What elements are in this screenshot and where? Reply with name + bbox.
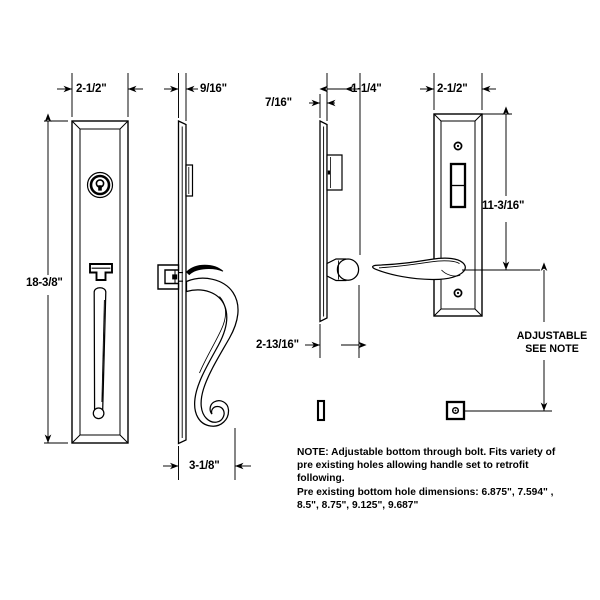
view-exterior-plate-front: [71, 120, 129, 444]
note-line-1: NOTE: Adjustable bottom through bolt. Fi…: [297, 447, 556, 458]
exterior-plate-bevel: [79, 128, 121, 436]
adjustable-callout-line-2: SEE NOTE: [525, 342, 579, 355]
dim-label-interior-plate-thickness: 7/16": [265, 97, 292, 109]
dim-lever-center-from-top: [462, 106, 540, 271]
note-block: NOTE: Adjustable bottom through bolt. Fi…: [297, 446, 577, 512]
through-bolt-detail: [316, 399, 326, 422]
dim-interior-plate-thickness: [309, 94, 336, 121]
note-line-3: following.: [297, 473, 345, 485]
key-cylinder-side-boss: [185, 164, 194, 197]
dim-handle-projection: [163, 428, 251, 480]
dimension-lines: [44, 73, 552, 480]
grip-handle-side-profile: [185, 277, 239, 427]
view-exterior-plate-side: [157, 119, 239, 445]
dim-lever-projection-top: [319, 73, 361, 255]
top-bolt-hole-icon: [453, 141, 463, 151]
thumb-latch-side-mechanism: [157, 264, 183, 290]
dim-lever-projection: [305, 285, 367, 358]
note-line-2: pre existing holes allowing handle set t…: [297, 460, 529, 472]
note-line-5: 8.5", 8.75", 9.125", 9.687": [297, 499, 419, 511]
dim-label-exterior-plate-height: 18-3/8": [26, 277, 63, 289]
dim-exterior-plate-height: [44, 113, 68, 444]
dim-label-lever-projection-top: 1-1/4": [351, 83, 382, 95]
lever-handle-front: [372, 257, 466, 281]
thumb-piece-arc: [185, 264, 224, 276]
dim-adjustable-bolt: [464, 262, 552, 412]
dim-label-exterior-plate-width: 2-1/2": [76, 83, 107, 95]
view-interior-plate-front: [372, 113, 483, 317]
adjustable-callout-line-1: ADJUSTABLE: [516, 330, 588, 342]
dim-label-handle-projection: 3-1/8": [189, 460, 220, 472]
dim-exterior-plate-width: [57, 73, 143, 117]
thumb-latch-icon: [89, 263, 113, 281]
dim-label-lever-center-from-top: 11-3/16": [482, 200, 525, 212]
dim-label-exterior-plate-thickness: 9/16": [200, 83, 227, 95]
thumbturn-slot-icon: [449, 162, 467, 209]
dim-exterior-plate-thickness: [164, 73, 198, 121]
dim-label-interior-plate-width: 2-1/2": [437, 83, 468, 95]
grip-handle-front: [92, 287, 107, 420]
bottom-bolt-hole-icon: [453, 288, 463, 298]
key-cylinder-icon: [86, 171, 114, 199]
thumbturn-side-boss: [326, 154, 343, 191]
dim-label-lever-projection: 2-13/16": [256, 339, 299, 351]
detail-parts: [316, 399, 466, 422]
interior-plate-bevel: [440, 120, 476, 310]
dim-interior-plate-width: [420, 73, 496, 110]
note-line-4: Pre existing bottom hole dimensions: 6.8…: [297, 486, 554, 498]
bolt-plate-detail: [445, 400, 466, 421]
adjustable-callout: ADJUSTABLE SEE NOTE: [508, 330, 596, 355]
view-interior-plate-side: [319, 119, 360, 323]
exterior-plate-miter-lines: [71, 120, 129, 444]
lever-hub-side: [326, 258, 360, 282]
interior-plate-miter-lines: [433, 113, 483, 317]
